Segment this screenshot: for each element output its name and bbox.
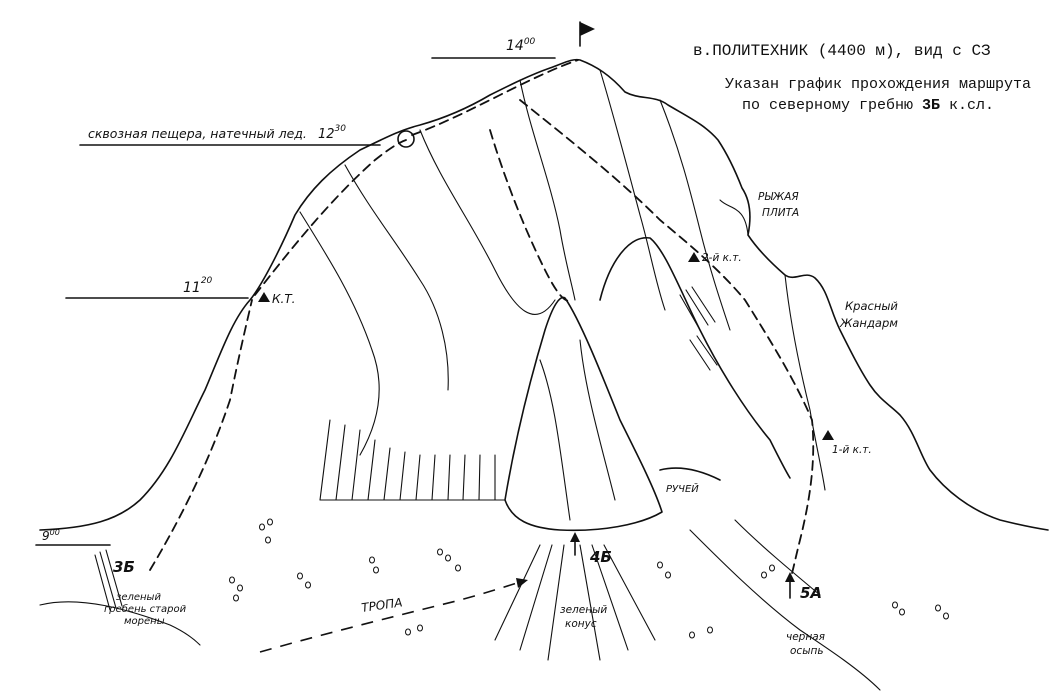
time-summit: 1400	[506, 37, 536, 54]
label-ryzhaya-2: ПЛИТА	[762, 207, 799, 219]
subtitle-line-2-prefix: по северному гребню	[742, 97, 922, 114]
green-cone-slope	[494, 544, 656, 661]
hatched-moraine-left	[39, 549, 201, 646]
label-green-ridge-1: зеленый	[116, 592, 161, 603]
central-cone-rock	[504, 296, 663, 532]
label-green-cone-2: конус	[565, 618, 597, 630]
kt2-marker-icon	[688, 252, 700, 262]
kt-marker-icon	[258, 292, 270, 302]
ruchey-stream	[659, 467, 721, 481]
hatched-wall-left	[319, 419, 506, 501]
rock-line	[784, 274, 826, 491]
label-ruchey: РУЧЕЙ	[666, 482, 699, 495]
grade-4b: 4Б	[589, 548, 612, 566]
route-5a	[519, 99, 815, 581]
route-4b	[489, 129, 573, 302]
grade-5a: 5А	[800, 584, 822, 602]
rock-line	[299, 211, 380, 456]
label-kt: К.Т.	[272, 292, 295, 306]
route-ridge	[254, 139, 407, 296]
trail-path	[259, 581, 521, 653]
summit-flag-icon	[579, 21, 595, 47]
rock-line	[539, 359, 571, 521]
black-scree-edge	[689, 529, 881, 691]
label-green-ridge-2: гребень старой	[104, 603, 187, 615]
grade-3b: 3Б	[113, 558, 135, 576]
time-cave: 1230	[318, 124, 346, 142]
label-kt1: 1-й к.т.	[832, 444, 872, 456]
label-green-cone-1: зеленый	[560, 604, 607, 616]
label-kt2: 2-й к.т.	[702, 252, 742, 264]
rock-line	[599, 69, 666, 311]
arrow-5a-head-icon	[785, 572, 795, 582]
right-buttress	[599, 237, 791, 479]
rock-line	[579, 339, 616, 501]
route-summit	[411, 59, 579, 136]
rock-line	[659, 99, 731, 331]
label-trail: ТРОПА	[360, 595, 403, 615]
rock-line	[419, 129, 556, 315]
time-start: 900	[42, 528, 60, 543]
rock-line	[344, 164, 449, 391]
kt1-marker-icon	[822, 430, 834, 440]
rock-line	[519, 79, 576, 301]
rock-line	[719, 199, 749, 236]
label-black-scree-1: черная	[786, 631, 825, 643]
hatched-slab-right	[679, 286, 718, 371]
label-ryzhaya-1: РЫЖАЯ	[758, 191, 799, 203]
route-3b	[149, 299, 253, 571]
arrow-4b-head-icon	[570, 532, 580, 542]
subtitle-line-2: по северному гребню 3Б к.сл.	[742, 97, 994, 114]
subtitle-line-1: Указан график прохождения маршрута	[725, 76, 1031, 93]
label-green-ridge-3: морены	[124, 616, 165, 627]
label-black-scree-2: осыпь	[790, 645, 824, 657]
mountain-outline	[39, 58, 1049, 531]
title: в.ПОЛИТЕХНИК (4400 м), вид с СЗ	[693, 42, 991, 60]
label-krasny-2: Жандарм	[839, 316, 898, 330]
cave-marker-icon	[397, 130, 415, 148]
black-scree-edge	[734, 519, 821, 596]
label-krasny-1: Красный	[845, 299, 898, 313]
subtitle-line-2-suffix: к.сл.	[940, 97, 994, 114]
label-cave: сквозная пещера, натечный лед.	[88, 126, 307, 141]
meadow-stones	[229, 518, 949, 639]
subtitle-grade: 3Б	[922, 97, 940, 114]
time-kt: 1120	[183, 276, 213, 296]
